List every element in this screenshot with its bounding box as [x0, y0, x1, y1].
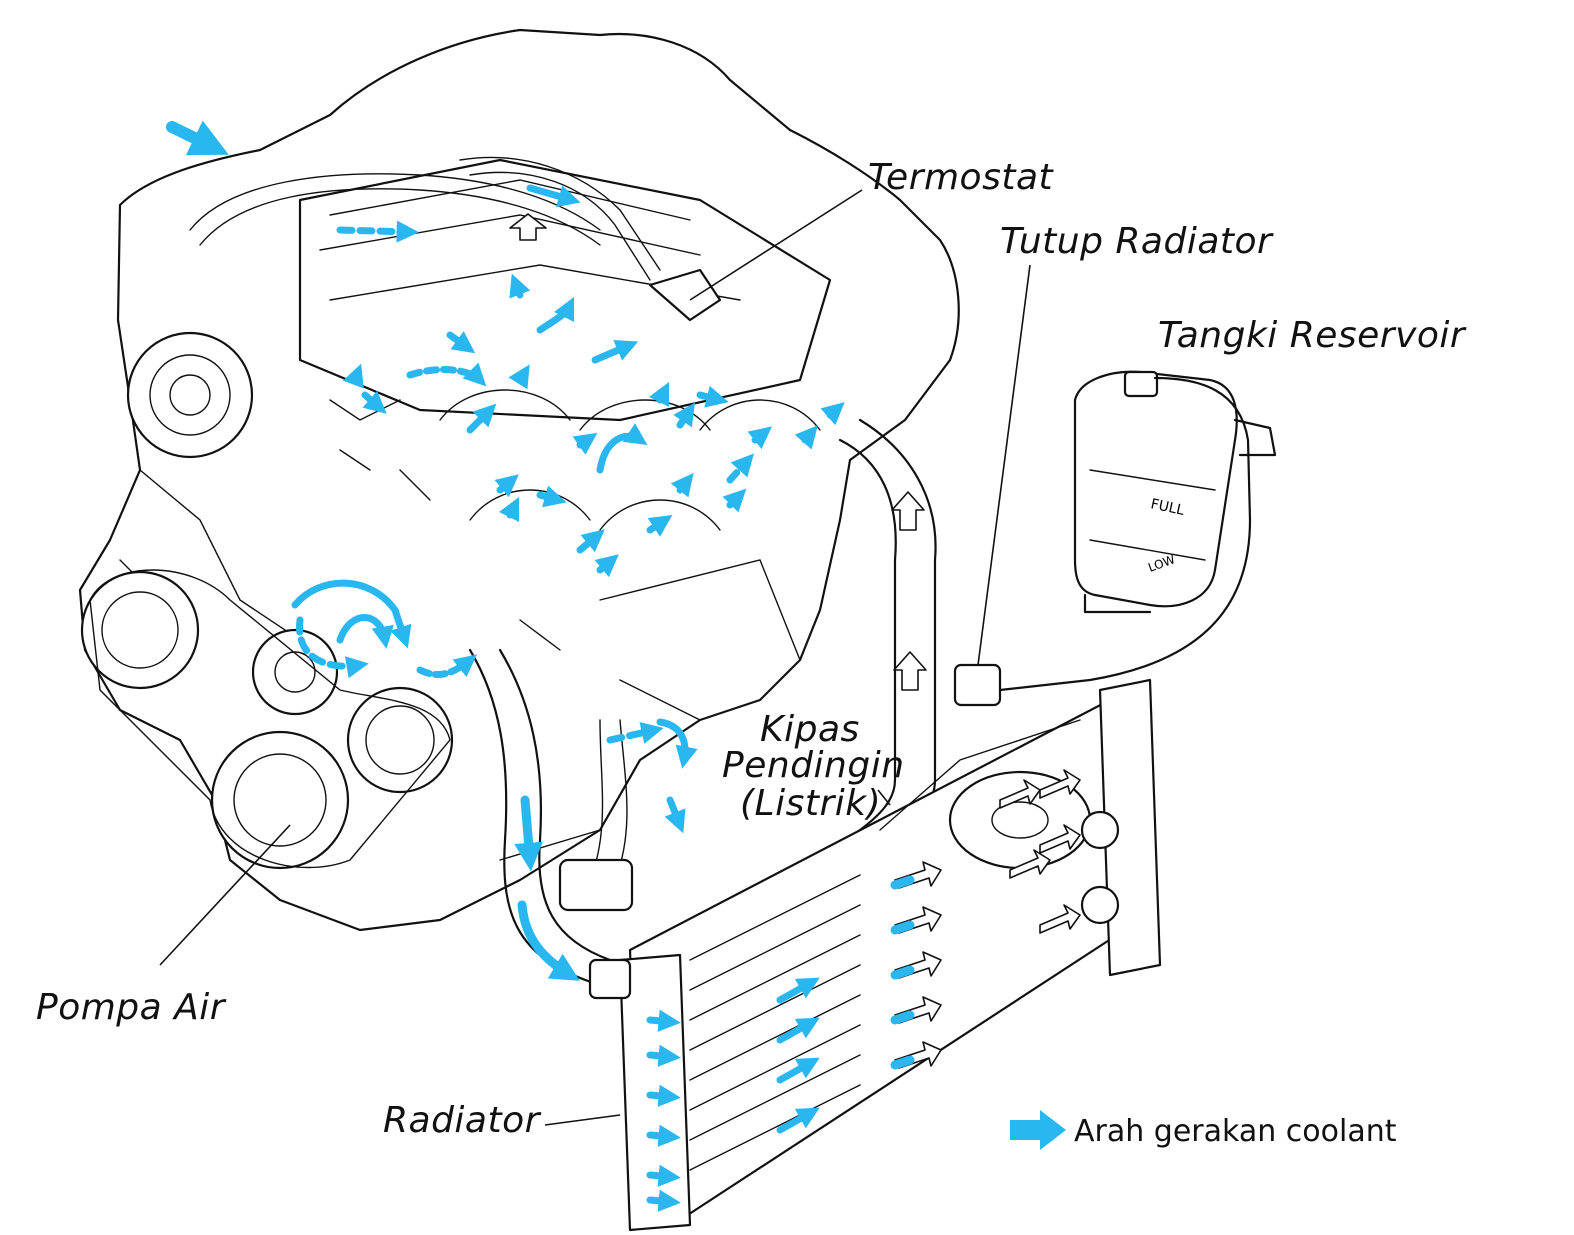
legend-text: Arah gerakan coolant: [1074, 1114, 1397, 1149]
leader-lines: [159, 189, 1031, 1126]
reservoir-full-mark: FULL: [1149, 496, 1186, 519]
blue-arrow-icon: [1010, 1110, 1066, 1150]
label-kipas-line1: Kipas: [760, 709, 860, 750]
label-radiator: Radiator: [383, 1100, 540, 1141]
label-tangki-reservoir: Tangki Reservoir: [1158, 315, 1466, 356]
label-kipas-line3: (Listrik): [740, 783, 882, 824]
label-pompa-air: Pompa Air: [36, 987, 226, 1028]
coolant-flow-arrows: [166, 120, 915, 1212]
label-termostat: Termostat: [868, 157, 1054, 198]
engine-block: [78, 28, 960, 932]
label-tutup-radiator: Tutup Radiator: [1000, 221, 1273, 262]
label-kipas-line2: Pendingin: [722, 745, 905, 786]
radiator: [588, 663, 1162, 1232]
reservoir-tank: [998, 370, 1277, 692]
